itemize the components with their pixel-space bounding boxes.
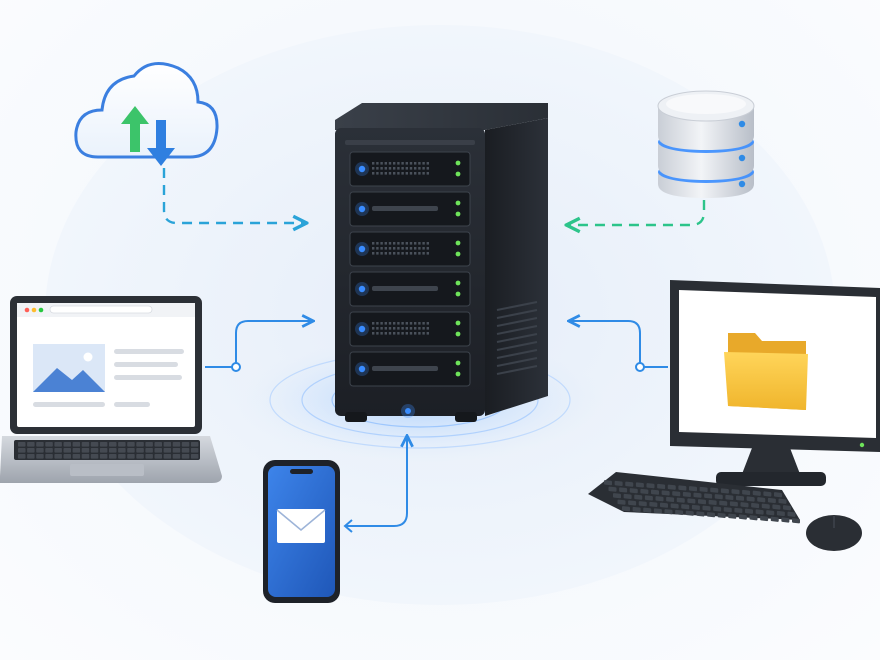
database-icon: [657, 90, 755, 198]
server-bay: [349, 351, 471, 387]
status-led-green: [455, 371, 461, 377]
folder-icon: [724, 333, 808, 410]
status-led-blue: [358, 365, 366, 373]
server-bay: [349, 191, 471, 227]
mail-icon: [276, 509, 326, 543]
server-bay: [349, 271, 471, 307]
laptop-icon: [0, 296, 222, 483]
image-placeholder-icon: [33, 344, 105, 392]
status-led-green: [455, 160, 461, 166]
keyboard-icon: [588, 472, 800, 524]
status-led-blue: [358, 325, 366, 333]
connector-laptop-server: [205, 321, 312, 372]
status-led-blue: [358, 165, 366, 173]
connector-cloud-server: [162, 168, 305, 223]
mouse-icon: [806, 515, 862, 551]
status-led-green: [455, 291, 461, 297]
download-arrow-icon: [147, 120, 175, 166]
cloud-sync-icon: [74, 62, 219, 166]
server-tower-icon: [335, 103, 548, 422]
status-led-green: [455, 320, 461, 326]
status-led-green: [455, 240, 461, 246]
server-bay: [349, 231, 471, 267]
status-led-blue: [358, 285, 366, 293]
status-led-green: [455, 280, 461, 286]
smartphone-mail-icon: [263, 460, 340, 603]
connector-phone-server: [343, 437, 407, 533]
status-led-green: [455, 200, 461, 206]
status-led-green: [455, 211, 461, 217]
status-led-green: [455, 360, 461, 366]
status-led-blue: [358, 245, 366, 253]
server-bay: [349, 311, 471, 347]
status-led-green: [455, 331, 461, 337]
connector-database-server: [568, 200, 706, 225]
status-led-green: [455, 251, 461, 257]
upload-arrow-icon: [121, 106, 149, 152]
status-led-green: [455, 171, 461, 177]
status-led-blue: [358, 205, 366, 213]
connector-desktop-server: [570, 321, 668, 372]
desktop-monitor-icon: [670, 280, 880, 486]
server-bay: [349, 151, 471, 187]
